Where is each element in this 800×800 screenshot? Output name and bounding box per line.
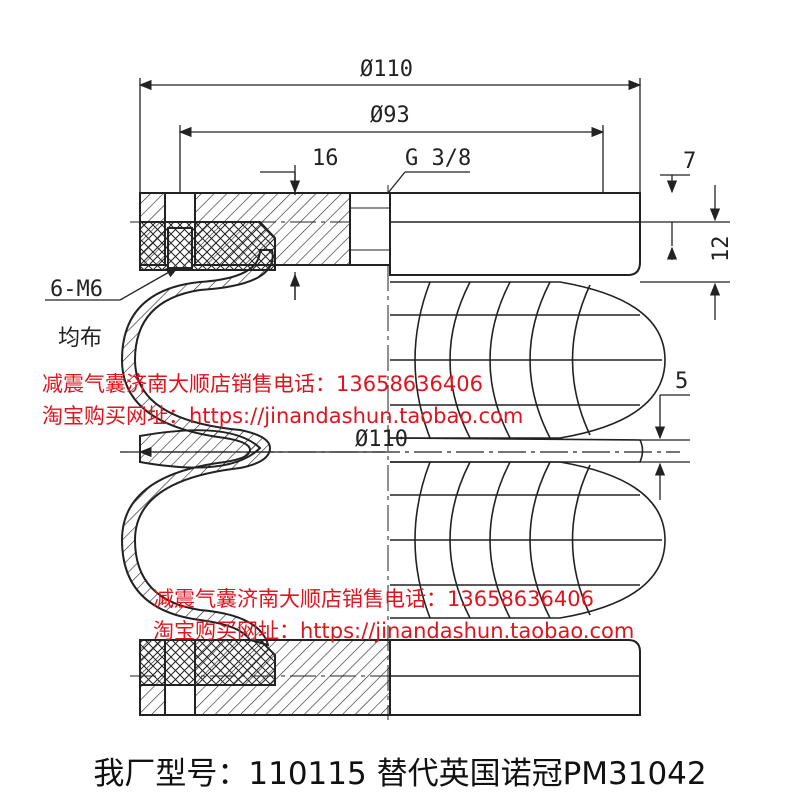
top-mounting-plate xyxy=(139,192,641,276)
dim-ring-5: 5 xyxy=(675,369,688,394)
bellows-convolutions xyxy=(389,281,666,619)
dim-thread-sub: 均布 xyxy=(58,326,102,351)
dim-outer-diameter: Ø110 xyxy=(360,57,413,82)
dim-ring-diameter: Ø110 xyxy=(355,427,408,452)
watermark-url-bottom: 淘宝购买网址：https://jinandashun.taobao.com xyxy=(153,619,635,643)
bottom-mounting-plate xyxy=(139,639,641,716)
watermark-phone-top: 减震气囊济南大顺店销售电话：13658636406 xyxy=(42,372,483,396)
dim-inner-diameter: Ø93 xyxy=(370,103,410,128)
model-caption: 我厂型号：110115 替代英国诺冠PM31042 xyxy=(93,756,707,792)
dim-thread-label: 6-M6 xyxy=(50,277,103,302)
watermark-url-top: 淘宝购买网址：https://jinandashun.taobao.com xyxy=(42,404,524,428)
dim-port-thread: G 3/8 xyxy=(405,146,471,171)
dim-plate-7: 7 xyxy=(683,149,696,174)
dim-plate-12: 12 xyxy=(709,236,734,263)
dim-offset-16: 16 xyxy=(312,146,339,171)
dimension-labels: Ø110 Ø93 16 G 3/8 7 12 6-M6 均布 5 Ø110 xyxy=(50,57,734,452)
watermark-phone-bottom: 减震气囊济南大顺店销售电话：13658636406 xyxy=(153,587,594,611)
